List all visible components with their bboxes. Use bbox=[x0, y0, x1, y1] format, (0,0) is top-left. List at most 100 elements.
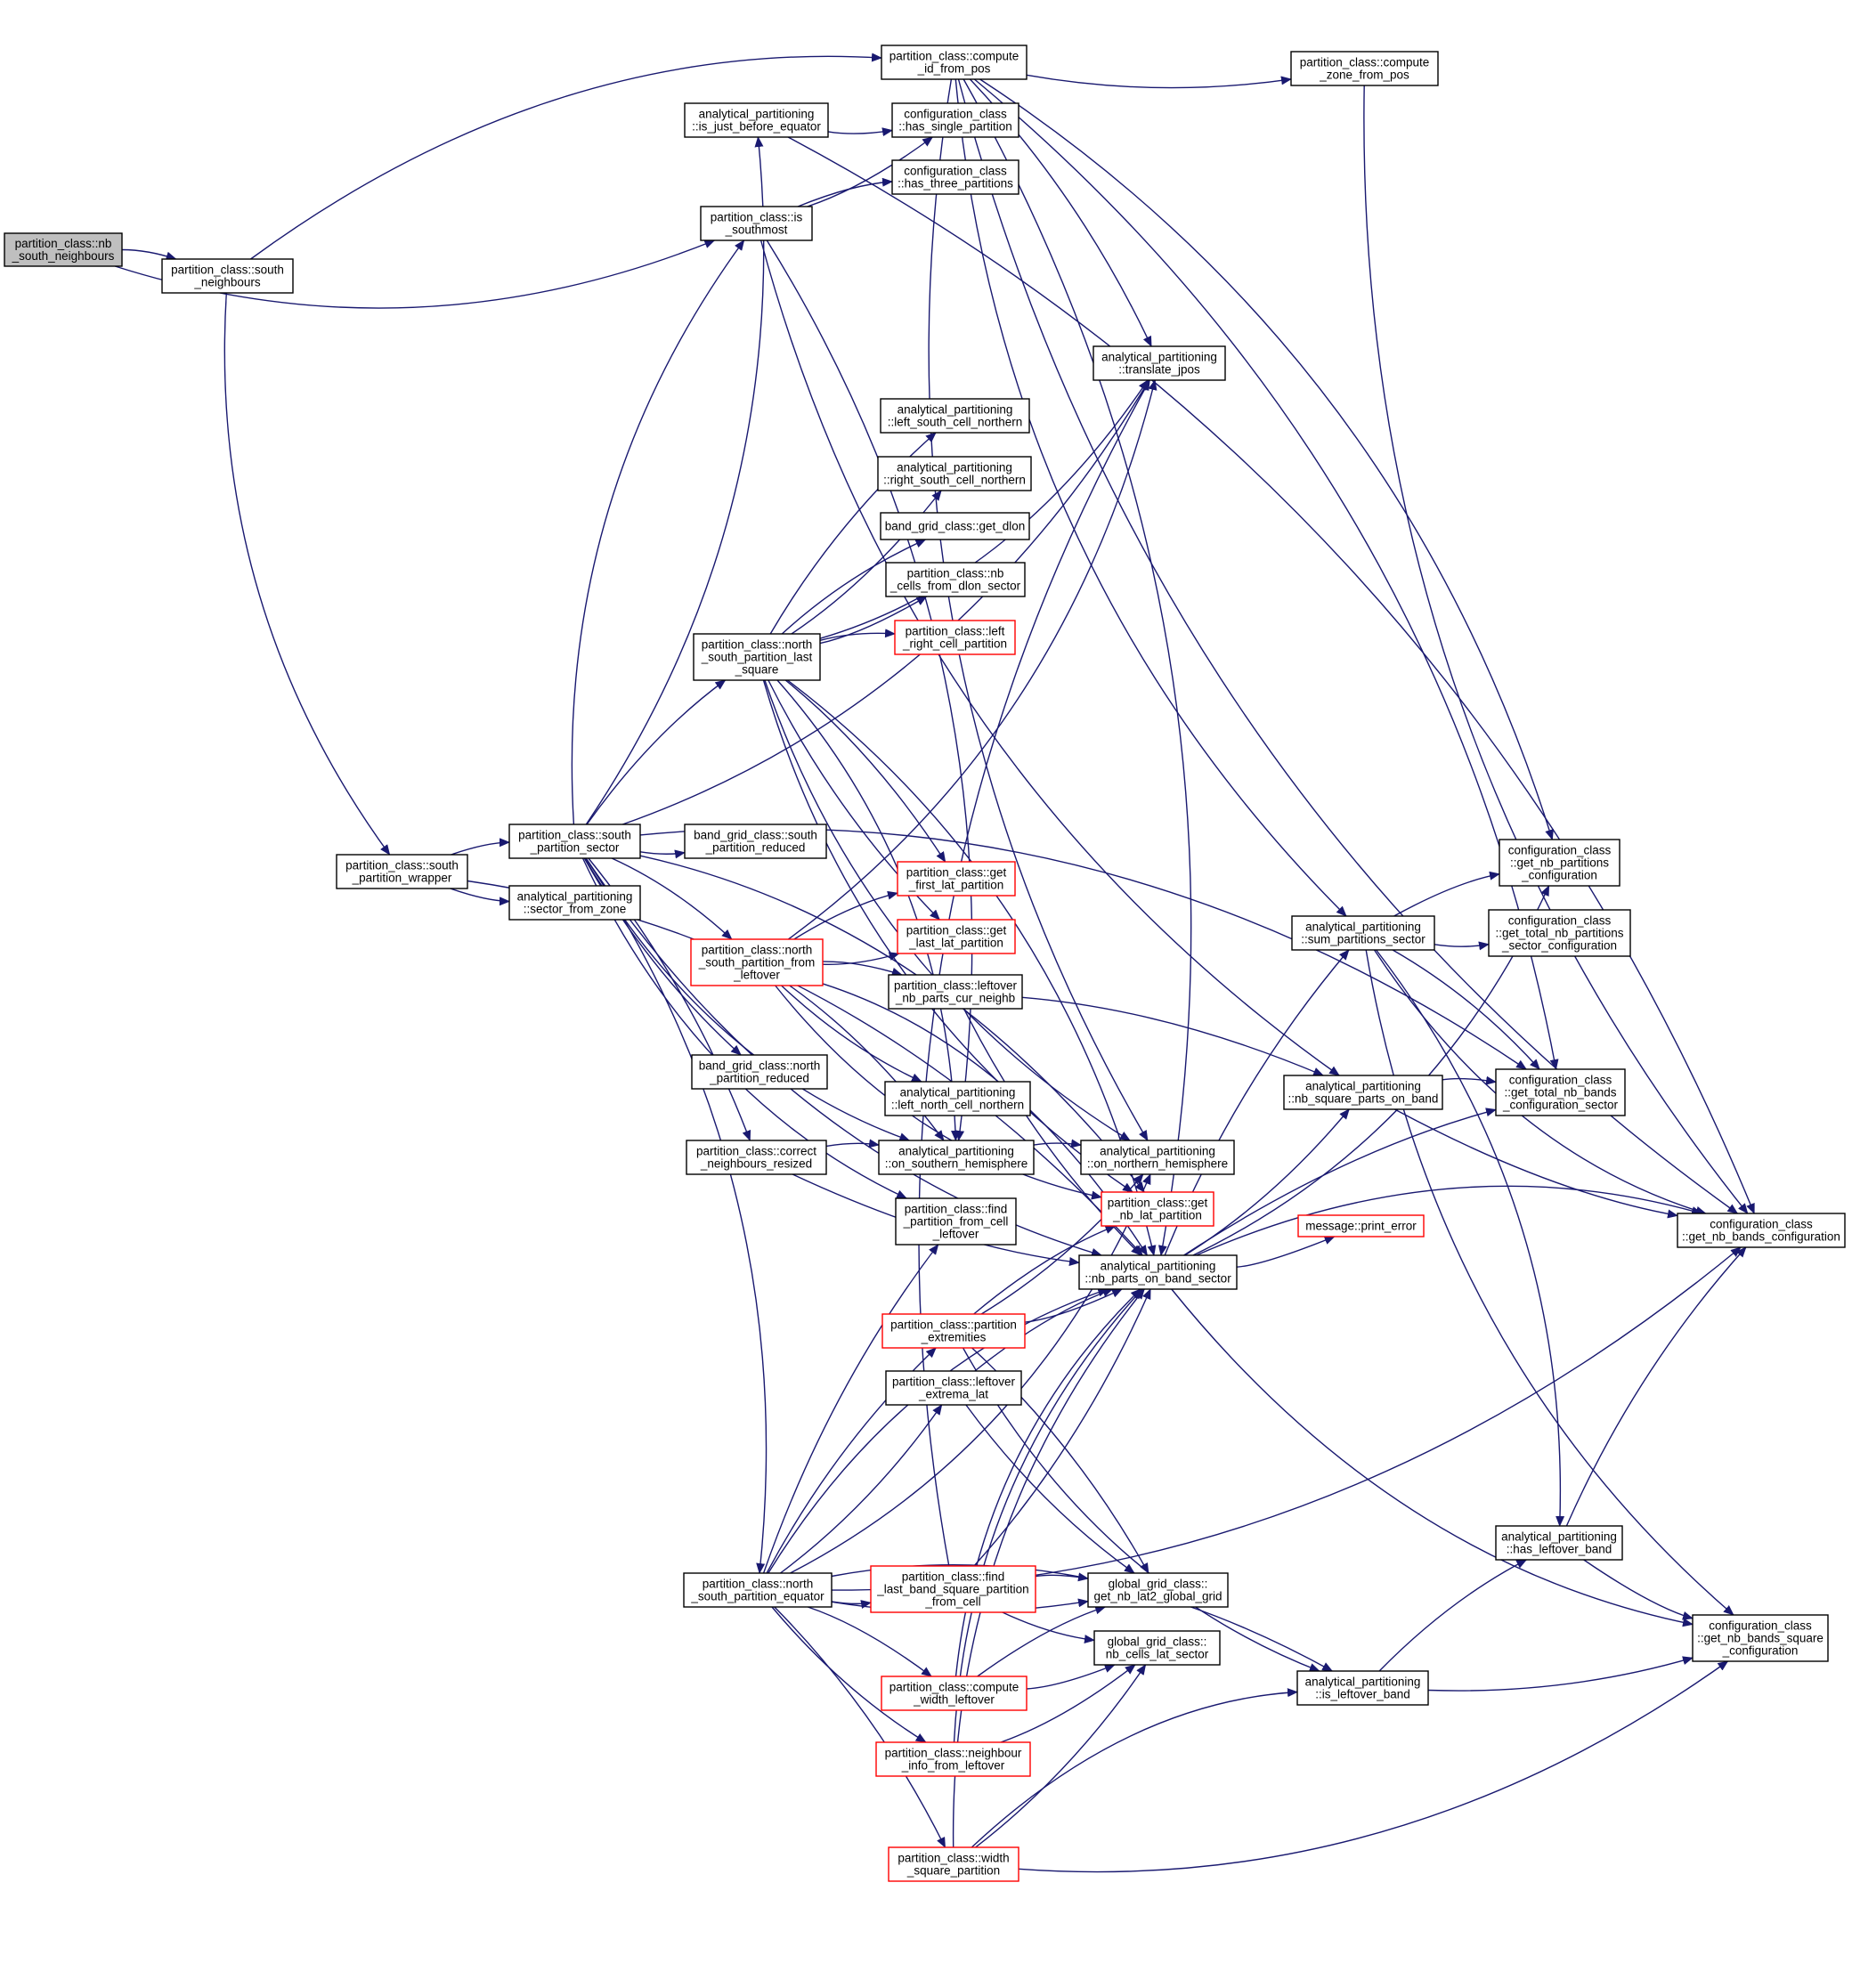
node-label-line: ::on_northern_hemisphere bbox=[1087, 1157, 1228, 1171]
call-edge-sum_partitions_sector-to-get_total_nb_partitions_sector_configuration bbox=[1434, 941, 1490, 951]
node-box bbox=[880, 512, 1030, 540]
function-node-neighbour-info-from-leftover[interactable]: partition_class::neighbour_info_from_lef… bbox=[875, 1741, 1031, 1777]
call-edge-south_neighbours-to-compute_id_from_pos bbox=[250, 53, 882, 260]
function-node-sum-partitions-sector[interactable]: analytical_partitioning::sum_partitions_… bbox=[1291, 915, 1435, 951]
function-node-compute-width-leftover[interactable]: partition_class::compute_width_leftover bbox=[881, 1676, 1028, 1711]
function-node-get-last-lat-partition[interactable]: partition_class::get_last_lat_partition bbox=[897, 919, 1016, 954]
function-node-has-leftover-band[interactable]: analytical_partitioning::has_leftover_ba… bbox=[1495, 1525, 1623, 1561]
function-node-get-nb-partitions-configuration[interactable]: configuration_class::get_nb_partitions_c… bbox=[1499, 839, 1620, 887]
node-label-line: partition_class::partition bbox=[890, 1319, 1017, 1332]
call-edge-north_south_partition_equator-to-width_square_partition bbox=[774, 1606, 946, 1848]
node-label-line: _partition_wrapper bbox=[352, 872, 452, 885]
call-edge-compute_id_from_pos-to-sum_partitions_sector bbox=[954, 78, 1347, 917]
function-node-north-partition-reduced[interactable]: band_grid_class::north_partition_reduced bbox=[691, 1054, 828, 1090]
function-node-left-right-cell-partition[interactable]: partition_class::left_right_cell_partiti… bbox=[894, 620, 1016, 655]
node-label-line: partition_class::correct bbox=[696, 1145, 816, 1158]
call-edge-north_south_partition_from_leftover-to-get_nb_lat_partition bbox=[775, 985, 1102, 1200]
node-box bbox=[877, 456, 1032, 491]
call-edge-north_south_partition_last_square-to-translate_jpos bbox=[819, 379, 1149, 639]
function-node-leftover-nb-parts-cur-neighb[interactable]: partition_class::leftover_nb_parts_cur_n… bbox=[888, 974, 1023, 1010]
node-box bbox=[884, 1081, 1031, 1116]
function-node-has-three-partitions[interactable]: configuration_class::has_three_partition… bbox=[891, 159, 1019, 195]
call-edge-partition_extremities-to-is_leftover_band bbox=[962, 1347, 1320, 1672]
function-node-sector-from-zone[interactable]: analytical_partitioning::sector_from_zon… bbox=[508, 885, 641, 921]
function-node-south-partition-wrapper[interactable]: partition_class::south_partition_wrapper bbox=[336, 854, 468, 889]
function-node-south-neighbours[interactable]: partition_class::south_neighbours bbox=[161, 258, 294, 294]
call-edge-sum_partitions_sector-to-get_nb_bands_square_configuration bbox=[1365, 949, 1734, 1616]
node-box bbox=[684, 102, 829, 138]
function-node-get-first-lat-partition[interactable]: partition_class::get_first_lat_partition bbox=[897, 861, 1016, 897]
call-edge-has_leftover_band-to-get_nb_bands_square_configuration bbox=[1583, 1559, 1694, 1620]
function-node-nb-cells-lat-sector[interactable]: global_grid_class::nb_cells_lat_sector bbox=[1093, 1630, 1221, 1666]
node-label-line: partition_class::south bbox=[345, 859, 459, 872]
call-edge-compute_id_from_pos-to-get_nb_bands_configuration bbox=[957, 78, 1739, 1214]
node-label-line: partition_class::south bbox=[518, 829, 631, 842]
node-box bbox=[1093, 345, 1226, 381]
node-label-line: ::has_three_partitions bbox=[898, 177, 1013, 191]
call-edge-north_south_partition_equator-to-neighbour_info_from_leftover bbox=[771, 1606, 927, 1743]
function-node-partition-extremities[interactable]: partition_class::partition_extremities bbox=[881, 1313, 1026, 1349]
function-node-north-south-partition-equator[interactable]: partition_class::north_south_partition_e… bbox=[683, 1572, 833, 1608]
node-label-line: ::left_south_cell_northern bbox=[888, 416, 1023, 429]
function-node-get-nb-lat2-global-grid[interactable]: global_grid_class::get_nb_lat2_global_gr… bbox=[1087, 1572, 1229, 1608]
function-node-get-total-nb-partitions-sector-configuration[interactable]: configuration_class::get_total_nb_partit… bbox=[1488, 909, 1631, 957]
function-node-nb-cells-from-dlon-sector[interactable]: partition_class::nb_cells_from_dlon_sect… bbox=[885, 562, 1026, 597]
function-node-left-south-cell-northern[interactable]: analytical_partitioning::left_south_cell… bbox=[880, 398, 1030, 434]
node-label-line: partition_class::north bbox=[702, 944, 813, 957]
function-node-get-nb-lat-partition[interactable]: partition_class::get_nb_lat_partition bbox=[1101, 1191, 1214, 1227]
node-box bbox=[1101, 1191, 1214, 1227]
call-edge-is_leftover_band-to-has_leftover_band bbox=[1378, 1559, 1528, 1672]
node-label-line: ::nb_square_parts_on_band bbox=[1288, 1092, 1439, 1106]
function-node-on-southern-hemisphere[interactable]: analytical_partitioning::on_southern_hem… bbox=[878, 1140, 1035, 1175]
node-box bbox=[894, 620, 1016, 655]
call-edge-north_south_partition_last_square-to-nb_cells_from_dlon_sector bbox=[819, 596, 928, 645]
function-node-on-northern-hemisphere[interactable]: analytical_partitioning::on_northern_hem… bbox=[1080, 1140, 1235, 1175]
node-label-line: ::sum_partitions_sector bbox=[1301, 933, 1426, 946]
function-node-south-partition-reduced[interactable]: band_grid_class::south_partition_reduced bbox=[684, 824, 827, 859]
function-node-is-southmost[interactable]: partition_class::is_southmost bbox=[700, 206, 813, 241]
function-node-is-leftover-band[interactable]: analytical_partitioning::is_leftover_ban… bbox=[1296, 1670, 1429, 1706]
call-edge-leftover_extrema_lat-to-get_nb_lat2_global_grid bbox=[965, 1404, 1135, 1574]
function-node-find-partition-from-cell-leftover[interactable]: partition_class::find_partition_from_cel… bbox=[895, 1197, 1017, 1246]
function-node-translate-jpos[interactable]: analytical_partitioning::translate_jpos bbox=[1093, 345, 1226, 381]
function-node-get-nb-bands-square-configuration[interactable]: configuration_class::get_nb_bands_square… bbox=[1692, 1614, 1829, 1662]
call-edge-north_south_partition_last_square-to-left_south_cell_northern bbox=[769, 432, 937, 635]
node-label-line: partition_class::get bbox=[906, 924, 1007, 937]
function-node-get-total-nb-bands-configuration-sector[interactable]: configuration_class::get_total_nb_bands_… bbox=[1495, 1068, 1626, 1116]
node-label-line: ::is_leftover_band bbox=[1315, 1688, 1410, 1701]
node-label-line: ::get_nb_bands_square bbox=[1697, 1632, 1824, 1645]
function-node-compute-id-from-pos[interactable]: partition_class::compute_id_from_pos bbox=[881, 45, 1028, 80]
function-node-print-error[interactable]: message::print_error bbox=[1297, 1214, 1425, 1237]
node-label-line: ::is_just_before_equator bbox=[692, 120, 821, 134]
node-label-line: partition_class::compute bbox=[1300, 56, 1430, 69]
function-node-north-south-partition-last-square[interactable]: partition_class::north_south_partition_l… bbox=[693, 633, 821, 681]
function-node-compute-zone-from-pos[interactable]: partition_class::compute_zone_from_pos bbox=[1290, 51, 1439, 86]
node-label-line: _from_cell bbox=[924, 1595, 980, 1609]
function-node-nb-parts-on-band-sector[interactable]: analytical_partitioning::nb_parts_on_ban… bbox=[1078, 1254, 1238, 1290]
function-node-north-south-partition-from-leftover[interactable]: partition_class::north_south_partition_f… bbox=[690, 938, 824, 986]
function-node-find-last-band-square-partition-from-cell[interactable]: partition_class::find_last_band_square_p… bbox=[870, 1565, 1036, 1613]
node-box bbox=[700, 206, 813, 241]
node-label-line: nb_cells_lat_sector bbox=[1106, 1648, 1209, 1661]
node-box bbox=[690, 938, 824, 986]
function-node-left-north-cell-northern[interactable]: analytical_partitioning::left_north_cell… bbox=[884, 1081, 1031, 1116]
function-node-has-single-partition[interactable]: configuration_class::has_single_partitio… bbox=[891, 102, 1019, 138]
function-node-is-just-before-equator[interactable]: analytical_partitioning::is_just_before_… bbox=[684, 102, 829, 138]
call-edge-south_partition_sector-to-is_just_before_equator bbox=[585, 136, 765, 825]
function-node-nb-square-parts-on-band[interactable]: analytical_partitioning::nb_square_parts… bbox=[1283, 1075, 1443, 1110]
call-edge-is_just_before_equator-to-get_nb_bands_configuration bbox=[787, 136, 1755, 1214]
node-label-line: _width_leftover bbox=[913, 1693, 995, 1707]
function-node-get-dlon[interactable]: band_grid_class::get_dlon bbox=[880, 512, 1030, 540]
function-node-nb-south-neighbours[interactable]: partition_class::nb_south_neighbours bbox=[4, 232, 123, 267]
call-edge-south_partition_sector-to-north_south_partition_from_leftover bbox=[611, 857, 733, 940]
function-node-south-partition-sector[interactable]: partition_class::south_partition_sector bbox=[508, 824, 641, 859]
function-node-leftover-extrema-lat[interactable]: partition_class::leftover_extrema_lat bbox=[885, 1370, 1022, 1406]
function-node-get-nb-bands-configuration[interactable]: configuration_class::get_nb_bands_config… bbox=[1677, 1213, 1846, 1248]
function-node-width-square-partition[interactable]: partition_class::width_square_partition bbox=[888, 1846, 1019, 1882]
function-node-right-south-cell-northern[interactable]: analytical_partitioning::right_south_cel… bbox=[877, 456, 1032, 491]
node-label-line: ::nb_parts_on_band_sector bbox=[1084, 1272, 1231, 1286]
node-label-line: global_grid_class:: bbox=[1108, 1635, 1207, 1649]
node-label-line: ::has_single_partition bbox=[898, 120, 1012, 134]
function-node-correct-neighbours-resized[interactable]: partition_class::correct_neighbours_resi… bbox=[686, 1140, 827, 1175]
